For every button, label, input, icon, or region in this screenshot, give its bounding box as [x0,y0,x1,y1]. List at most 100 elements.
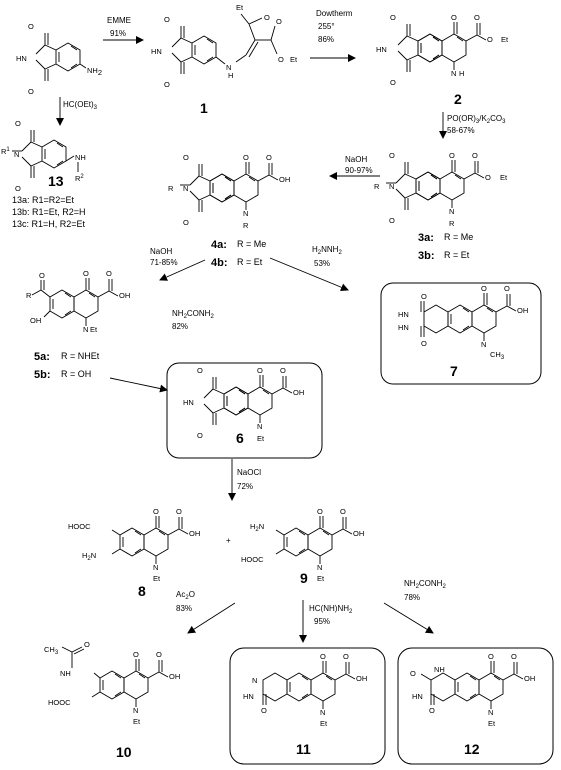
compound-label-2: 2 [454,91,462,107]
svg-text:OH: OH [189,529,200,538]
svg-text:O: O [28,22,34,31]
svg-text:NaOCl: NaOCl [237,468,261,477]
compound-13c: 13c: R1=H, R2=Et [12,219,86,229]
svg-text:N: N [133,706,138,715]
svg-text:O: O [183,153,189,162]
compound-9-structure: H2N HOOC O O OH N Et [241,507,364,583]
svg-text:OH: OH [169,672,180,681]
arrow-urea-1 [109,377,168,393]
svg-text:Et: Et [488,719,496,728]
compound-3a-r: R = Me [444,232,473,242]
svg-text:O: O [164,15,170,24]
compound-13-structure: O O N R1 NH R2 [1,119,86,193]
svg-text:HOOC: HOOC [241,555,264,564]
svg-text:O: O [176,507,182,516]
arrow-urea-2 [383,602,434,634]
svg-text:Ac2O: Ac2O [176,590,195,601]
svg-text:O: O [197,431,203,440]
svg-text:O: O [488,652,494,661]
svg-text:N: N [183,184,188,193]
compound-label-13: 13 [48,173,64,189]
svg-text:N: N [226,63,231,72]
svg-text:NaOH: NaOH [150,247,172,256]
compound-4-structure: O O N R O O OH N R [168,153,290,230]
compound-12-structure: O HN O NH O O OH N Et [410,652,535,728]
svg-text:O: O [389,216,395,225]
svg-text:HN: HN [376,45,387,54]
svg-text:Et: Et [500,173,508,182]
svg-text:N: N [243,209,248,218]
svg-text:O: O [449,151,455,160]
svg-text:R2: R2 [75,174,84,183]
compound-4b-r: R = Et [237,257,263,267]
svg-text:O: O [15,119,21,128]
svg-text:N: N [153,563,158,572]
svg-text:O: O [84,640,90,649]
svg-text:HN: HN [183,398,194,407]
svg-text:O: O [343,652,349,661]
svg-text:NH: NH [75,153,86,162]
svg-text:O: O [257,366,263,375]
compound-label-12: 12 [464,741,480,757]
compound-4a-label: 4a: [211,239,227,251]
svg-text:O: O [266,153,272,162]
svg-text:HN: HN [412,692,423,701]
svg-text:HN: HN [398,323,409,332]
svg-text:Et: Et [133,717,141,726]
svg-text:N: N [83,325,88,334]
svg-text:N: N [257,422,262,431]
svg-text:O: O [389,151,395,160]
svg-text:O: O [485,173,491,182]
svg-text:Et: Et [257,434,265,443]
svg-text:O: O [153,507,159,516]
svg-text:58-67%: 58-67% [447,126,475,135]
svg-text:O: O [472,151,478,160]
compound-11-structure: N HN O O O OH N Et [243,652,367,728]
svg-text:O: O [390,13,396,22]
svg-text:O: O [197,366,203,375]
svg-text:O: O [106,269,112,278]
compound-label-8: 8 [138,583,146,599]
svg-text:R: R [168,184,174,193]
svg-text:OH: OH [30,316,41,325]
svg-text:O: O [481,284,487,293]
svg-text:O: O [340,507,346,516]
compound-6-box [166,362,323,459]
svg-text:O: O [261,706,267,715]
svg-text:O: O [28,87,34,96]
svg-text:O: O [164,80,170,89]
svg-text:R: R [449,219,455,228]
svg-text:53%: 53% [314,259,330,268]
compound-7-structure: O O HN HN O O OH N CH3 [398,284,528,361]
svg-text:N: N [389,182,394,191]
compound-1-structure: O O HN N H O Et O O Et [151,3,298,89]
arrow-naoh-2 [159,259,206,281]
compound-label-7: 7 [450,363,458,379]
svg-text:OH: OH [293,388,304,397]
svg-text:CH3: CH3 [44,645,59,656]
svg-text:O: O [264,13,270,22]
svg-text:71-85%: 71-85% [150,258,178,267]
compound-3b-r: R = Et [444,250,470,260]
arrow-ac2o [187,602,236,634]
svg-text:N: N [320,708,325,717]
arrow-hydrazine [269,257,349,292]
compound-2-structure: O O HN O O O Et N H [376,13,509,87]
svg-text:O: O [410,669,416,678]
svg-text:NH: NH [434,665,445,674]
svg-text:72%: 72% [237,482,253,491]
compound-5b-r: R = OH [61,369,91,379]
svg-text:H: H [459,69,464,78]
svg-text:R: R [374,182,380,191]
aminophthalimide-structure: O O HN NH2 [16,22,102,96]
svg-text:N: N [317,563,322,572]
svg-text:O: O [421,339,427,348]
svg-text:Et: Et [236,3,244,12]
svg-text:90-97%: 90-97% [345,166,373,175]
svg-text:HN: HN [398,310,409,319]
compound-13b: 13b: R1=Et, R2=H [12,207,86,217]
compound-6-structure: O O HN O O OH N Et [183,366,304,443]
svg-text:R: R [26,291,32,300]
svg-text:O: O [487,35,493,44]
